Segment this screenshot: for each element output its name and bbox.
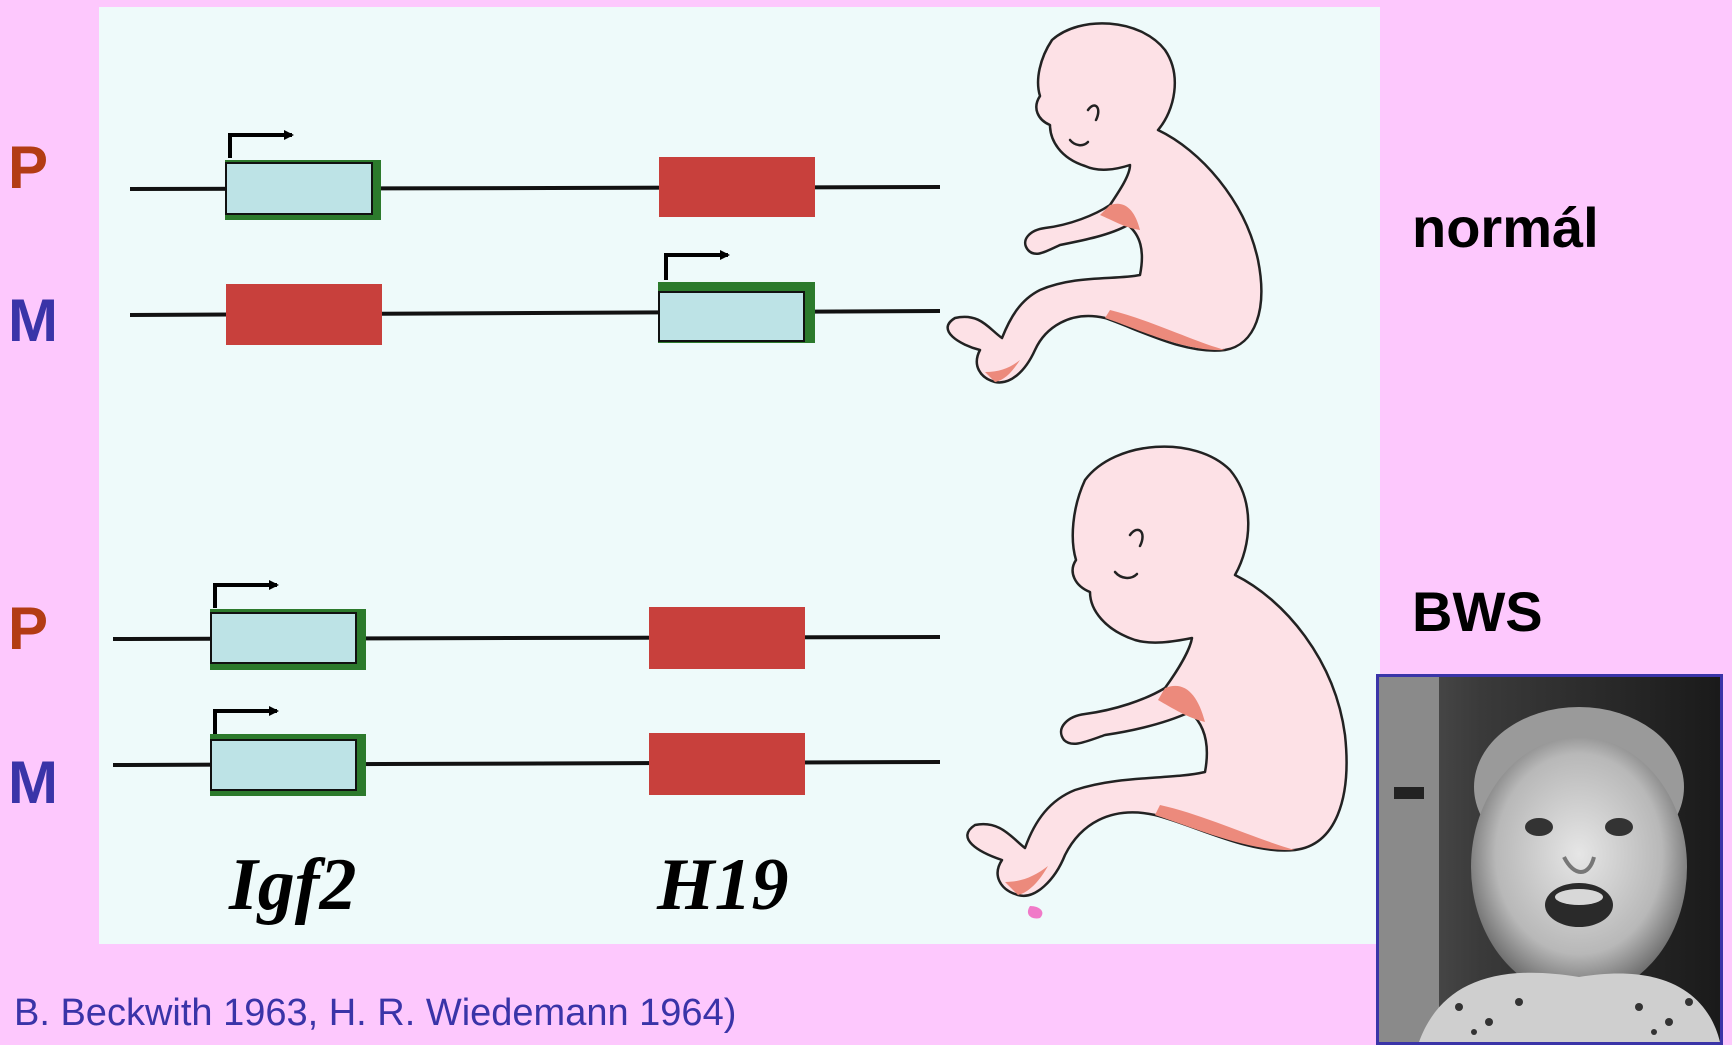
transcription-arrow-icon xyxy=(230,135,292,158)
transcription-arrow-icon xyxy=(666,255,728,280)
igf2-active-gene xyxy=(210,711,366,796)
normal-paternal-chromosome xyxy=(130,135,940,220)
igf2-silenced-gene xyxy=(226,284,382,345)
igf2-active-gene xyxy=(225,135,381,220)
bws-maternal-label: M xyxy=(8,753,58,813)
igf2-gene-label: Igf2 xyxy=(229,848,356,922)
normal-paternal-label: P xyxy=(8,138,48,198)
bws-paternal-label: P xyxy=(8,599,48,659)
bws-maternal-chromosome xyxy=(113,711,940,796)
h19-gene-label: H19 xyxy=(657,848,789,922)
bws-fetus-illustration xyxy=(967,447,1346,919)
normal-condition-label: normál xyxy=(1412,200,1599,256)
normal-maternal-label: M xyxy=(8,291,58,351)
h19-active-gene xyxy=(658,255,815,343)
transcription-arrow-icon xyxy=(215,585,277,608)
h19-silenced-gene xyxy=(649,607,805,669)
igf2-active-gene xyxy=(210,585,366,670)
citation-text: B. Beckwith 1963, H. R. Wiedemann 1964) xyxy=(14,994,736,1032)
bws-child-photo xyxy=(1376,674,1723,1045)
normal-fetus-illustration xyxy=(948,23,1262,382)
h19-silenced-gene xyxy=(659,157,815,217)
normal-maternal-chromosome xyxy=(130,255,940,345)
h19-silenced-gene xyxy=(649,733,805,795)
child-photo-icon xyxy=(1379,677,1720,1042)
bws-paternal-chromosome xyxy=(113,585,940,670)
transcription-arrow-icon xyxy=(215,711,277,734)
bws-condition-label: BWS xyxy=(1412,584,1543,640)
